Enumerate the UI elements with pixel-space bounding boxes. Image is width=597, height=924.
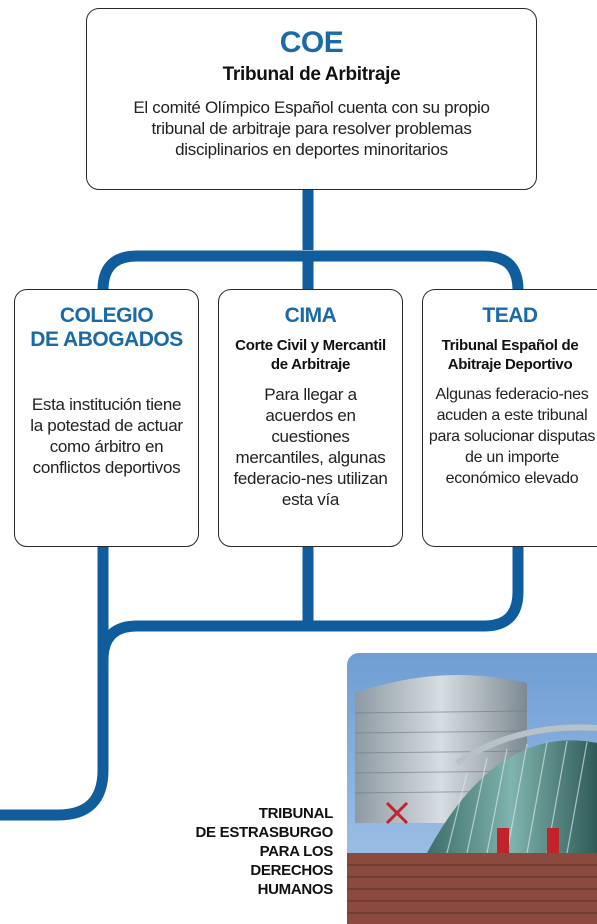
colegio-title: COLEGIO DE ABOGADOS [30, 304, 183, 351]
tead-subtitle: Tribunal Español de Abitraje Deportivo [441, 337, 579, 373]
tead-box: TEAD Tribunal Español de Abitraje Deport… [422, 289, 597, 547]
cima-description: Para llegar a acuerdos en cuestiones mer… [233, 385, 388, 509]
connector-colegio-down [0, 546, 109, 821]
photo-caption: TRIBUNAL DE ESTRASBURGO PARA LOS DERECHO… [195, 805, 334, 898]
coe-box: COE Tribunal de Arbitraje El comité Olím… [86, 8, 537, 190]
cima-title: CIMA [284, 304, 337, 327]
tead-title: TEAD [482, 304, 538, 327]
coe-title: COE [279, 26, 344, 59]
colegio-box: COLEGIO DE ABOGADOS Esta institución tie… [14, 289, 199, 547]
cima-box: CIMA Corte Civil y Mercantil de Arbitraj… [218, 289, 403, 547]
tead-description: Algunas federacio-nes acuden a este trib… [428, 386, 596, 487]
connector-bottom-branch [97, 546, 524, 661]
colegio-description: Esta institución tiene la potestad de ac… [30, 395, 183, 477]
coe-subtitle: Tribunal de Arbitraje [222, 64, 401, 85]
strasbourg-court-photo [347, 653, 597, 924]
coe-description: El comité Olímpico Español cuenta con su… [133, 98, 490, 159]
cima-subtitle: Corte Civil y Mercantil de Arbitraje [235, 337, 386, 373]
